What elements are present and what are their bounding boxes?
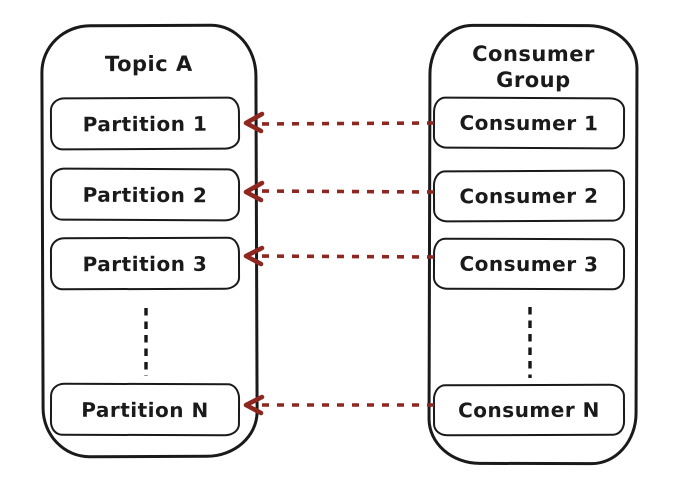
- consumer-2-box: Consumer 2: [432, 169, 626, 223]
- partition-n-box: Partition N: [49, 382, 241, 437]
- arrow-consumerN-to-partitionN: [243, 394, 434, 416]
- partition-3-box: Partition 3: [49, 236, 241, 291]
- consumer-group-title-line1: Consumer Group: [472, 41, 595, 93]
- consumer-3-box: Consumer 3: [432, 237, 626, 291]
- topic-a-title: Topic A: [104, 51, 193, 77]
- arrow-consumer3-to-partition3: [243, 245, 435, 267]
- arrow-consumer1-to-partition1: [243, 111, 435, 134]
- partition-1-box: Partition 1: [49, 96, 241, 151]
- arrow-consumer2-to-partition2: [243, 180, 435, 203]
- partition-2-box: Partition 2: [49, 167, 241, 222]
- consumer-1-box: Consumer 1: [432, 96, 626, 150]
- consumer-n-box: Consumer N: [432, 383, 626, 437]
